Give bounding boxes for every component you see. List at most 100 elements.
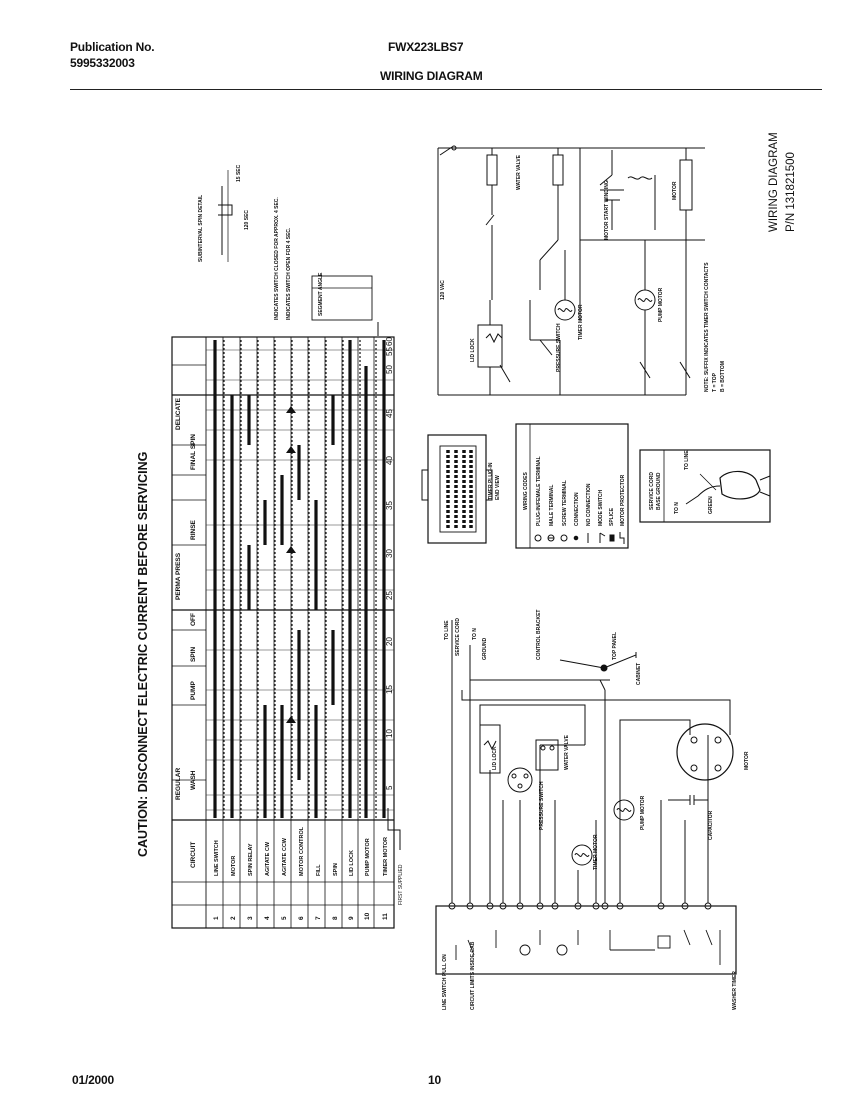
model-number: FWX223LBS7 <box>388 40 464 54</box>
pictorial-control: CONTROL BRACKET <box>536 610 542 660</box>
page-number: 10 <box>428 1073 441 1087</box>
pictorial-cabinet: CABINET <box>636 663 642 685</box>
pictorial-neutral: TO N <box>472 628 478 640</box>
chart-cycle-regular: REGULAR <box>175 768 182 800</box>
circuit-name: AGITATE CW <box>265 841 271 876</box>
time-tick: 60 <box>385 337 394 346</box>
timer-sequence-chart <box>171 170 401 929</box>
schematic-motor-start: MOTOR START WINDING <box>604 180 610 240</box>
time-tick: 20 <box>385 637 394 646</box>
circuit-name: LINE SWITCH <box>214 840 220 876</box>
service-cord-label: TO N <box>674 502 680 514</box>
wiring-code-item: MODE SWITCH <box>598 490 604 526</box>
section-title: WIRING DIAGRAM <box>380 69 483 83</box>
pictorial-line: TO LINE <box>444 620 450 640</box>
circuit-name: SPIN <box>333 863 339 876</box>
schematic-water-valve: WATER VALVE <box>516 154 522 190</box>
pictorial-panel: TOP PANEL <box>612 632 618 660</box>
chart-phase-spin: SPIN <box>190 647 197 662</box>
pictorial-pressure-switch: PRESSURE SWITCH <box>539 781 545 830</box>
pictorial-line-switch: LINE SWITCH PULL ON <box>442 954 448 1010</box>
time-tick: 25 <box>385 591 394 600</box>
circuit-number: 5 <box>281 916 288 920</box>
service-cord-detail <box>639 449 771 523</box>
note-closed: INDICATES SWITCH CLOSED FOR APPROX. 4 SE… <box>274 197 280 320</box>
publication-number: 5995332003 <box>70 56 135 70</box>
wiring-code-item: CONNECTION <box>574 492 580 526</box>
schematic-timer-motor: TIMER MOTOR <box>578 304 584 340</box>
time-tick: 40 <box>385 456 394 465</box>
schematic-voltage: 120 VAC <box>440 280 446 300</box>
segment-legend-title: SEGMENT ANGLE <box>318 272 324 316</box>
circuit-number: 3 <box>247 916 254 920</box>
chart-phase-pump: PUMP <box>190 681 197 700</box>
time-tick: 5 <box>385 785 394 790</box>
pictorial-washer-timer: WASHER TIMER <box>732 971 738 1010</box>
time-tick: 50 <box>385 365 394 374</box>
circuit-name: FILL <box>316 864 322 876</box>
pictorial-capacitor: CAPACITOR <box>708 810 714 840</box>
time-tick: 45 <box>385 409 394 418</box>
time-tick: 30 <box>385 549 394 558</box>
time-tick: 55 <box>385 347 394 356</box>
chart-cycle-permapress: PERMA PRESS <box>175 552 182 600</box>
circuit-name: SPIN RELAY <box>248 843 254 876</box>
schematic-note-bottom: B = BOTTOM <box>720 361 726 392</box>
subinterval-120sec: 120 SEC <box>244 210 250 230</box>
circuit-number: 9 <box>348 916 355 920</box>
time-tick: 35 <box>385 501 394 510</box>
header-divider <box>70 89 822 90</box>
timer-plug-face <box>421 434 493 544</box>
chart-circuit-header: CIRCUIT <box>190 842 197 868</box>
circuit-name: AGITATE CCW <box>282 837 288 876</box>
publication-label: Publication No. <box>70 40 155 54</box>
chart-phase-wash: WASH <box>190 770 197 790</box>
service-cord-label: GREEN <box>708 496 714 514</box>
circuit-name: MOTOR <box>231 856 237 876</box>
circuit-number: 10 <box>364 912 371 920</box>
wiring-code-item: PLUG-IN/FEMALE TERMINAL <box>536 456 542 526</box>
circuit-number: 6 <box>298 916 305 920</box>
circuit-number: 11 <box>382 913 389 920</box>
wiring-codes-legend <box>515 423 629 549</box>
pictorial-timer-motor: TIMER MOTOR <box>593 834 599 870</box>
circuit-number: 1 <box>213 916 220 920</box>
timer-face-title: TIMER PLUG-IN <box>488 462 494 500</box>
service-cord-label: TO LINE <box>684 450 690 470</box>
subinterval-15sec: 15 SEC <box>236 164 242 182</box>
service-cord-title: SERVICE CORD <box>649 472 655 510</box>
schematic-motor: MOTOR <box>672 181 678 200</box>
schematic-lid-lock: LID LOCK <box>470 338 476 362</box>
time-tick: 15 <box>385 685 394 694</box>
schematic-note: NOTE: SUFFIX INDICATES TIMER SWITCH CONT… <box>704 262 710 392</box>
chart-phase-off: OFF <box>190 613 197 626</box>
time-tick: 10 <box>385 729 394 738</box>
schematic-pressure-switch: PRESSURE SWITCH <box>556 323 562 372</box>
circuit-name: LID LOCK <box>349 850 355 876</box>
subinterval-label: SUBINTERVAL SPIN DETAIL <box>198 195 204 262</box>
timer-face-subtitle: END VIEW <box>495 475 501 500</box>
service-cord-subtitle: BASE GROUND <box>656 472 662 510</box>
wiring-code-item: SPLICE <box>609 507 615 526</box>
chart-footnote: FIRST SUPPLIED <box>398 864 404 905</box>
schematic-pump-motor: PUMP MOTOR <box>658 287 664 322</box>
note-open: INDICATES SWITCH OPEN FOR 4 SEC. <box>286 227 292 320</box>
chart-phase-final-spin: FINAL SPIN <box>190 434 197 470</box>
circuit-name: MOTOR CONTROL <box>299 826 305 876</box>
pictorial-service-cord: SERVICE CORD <box>455 618 461 656</box>
schematic-note-top: T = TOP <box>712 372 718 392</box>
wiring-code-item: MOTOR PROTECTOR <box>620 474 626 526</box>
wiring-code-item: NO CONNECTION <box>586 483 592 526</box>
circuit-number: 4 <box>264 916 271 920</box>
footer-date: 01/2000 <box>72 1073 114 1087</box>
wiring-codes-title: WIRING CODES <box>523 472 529 510</box>
pictorial-water-valve: WATER VALVE <box>564 734 570 770</box>
circuit-number: 8 <box>332 916 339 920</box>
chart-phase-rinse: RINSE <box>190 519 197 540</box>
pictorial-pump-motor: PUMP MOTOR <box>640 795 646 830</box>
wiring-code-item: MALE TERMINAL <box>549 485 555 526</box>
chart-cycle-delicate: DELICATE <box>175 397 182 430</box>
circuit-number: 2 <box>230 916 237 920</box>
circuit-name: PUMP MOTOR <box>365 838 371 876</box>
